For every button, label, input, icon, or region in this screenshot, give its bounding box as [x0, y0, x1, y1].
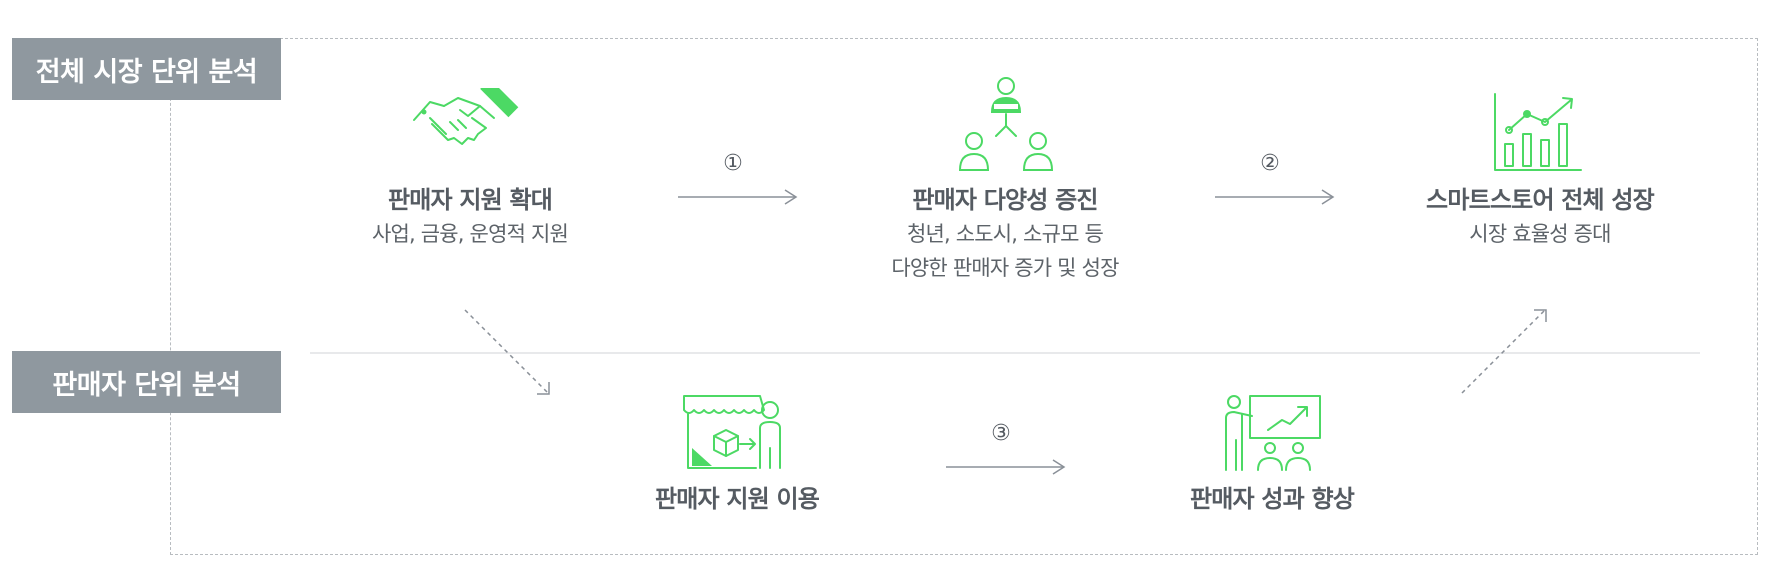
- node-seller-performance: 판매자 성과 향상: [1189, 482, 1355, 516]
- node-smartstore-growth: 스마트스토어 전체 성장 시장 효율성 증대: [1426, 183, 1655, 251]
- arrow-diag-up: [1461, 309, 1546, 394]
- node-subtitle: 시장 효율성 증대: [1469, 222, 1611, 246]
- step-3-marker: ③: [991, 421, 1011, 446]
- arrow-diag-down: [464, 309, 549, 394]
- node-subtitle: 사업, 금융, 운영적 지원: [371, 222, 569, 246]
- node-seller-diversity: 판매자 다양성 증진 청년, 소도시, 소규모 등 다양한 판매자 증가 및 성…: [891, 183, 1119, 285]
- node-title: 판매자 성과 향상: [1189, 485, 1355, 513]
- arrow-3: [946, 459, 1066, 475]
- arrow-diag-up-head: [1534, 309, 1547, 322]
- node-title: 판매자 다양성 증진: [912, 186, 1098, 214]
- section-divider: [310, 352, 1700, 354]
- node-seller-support-expansion: 판매자 지원 확대 사업, 금융, 운영적 지원: [371, 183, 569, 251]
- presentation-icon: [1225, 395, 1321, 471]
- arrow-diag-down-head: [537, 382, 550, 395]
- node-subtitle-1: 청년, 소도시, 소규모 등: [906, 222, 1104, 246]
- node-subtitle-2: 다양한 판매자 증가 및 성장: [891, 256, 1119, 280]
- arrow-2: [1215, 189, 1335, 205]
- node-title: 판매자 지원 확대: [387, 186, 553, 214]
- growth-chart-icon: [1494, 93, 1582, 171]
- node-seller-support-usage: 판매자 지원 이용: [654, 482, 820, 516]
- seller-level-label: 판매자 단위 분석: [12, 351, 281, 413]
- people-network-icon: [958, 77, 1054, 171]
- market-level-label: 전체 시장 단위 분석: [12, 38, 281, 100]
- step-2-marker: ②: [1260, 151, 1280, 176]
- step-1-marker: ①: [723, 151, 743, 176]
- node-title: 스마트스토어 전체 성장: [1426, 186, 1655, 214]
- arrow-1: [678, 189, 798, 205]
- node-title: 판매자 지원 이용: [654, 485, 820, 513]
- store-package-icon: [683, 395, 781, 469]
- diagram-frame: [170, 38, 1758, 555]
- handshake-icon: [413, 88, 519, 145]
